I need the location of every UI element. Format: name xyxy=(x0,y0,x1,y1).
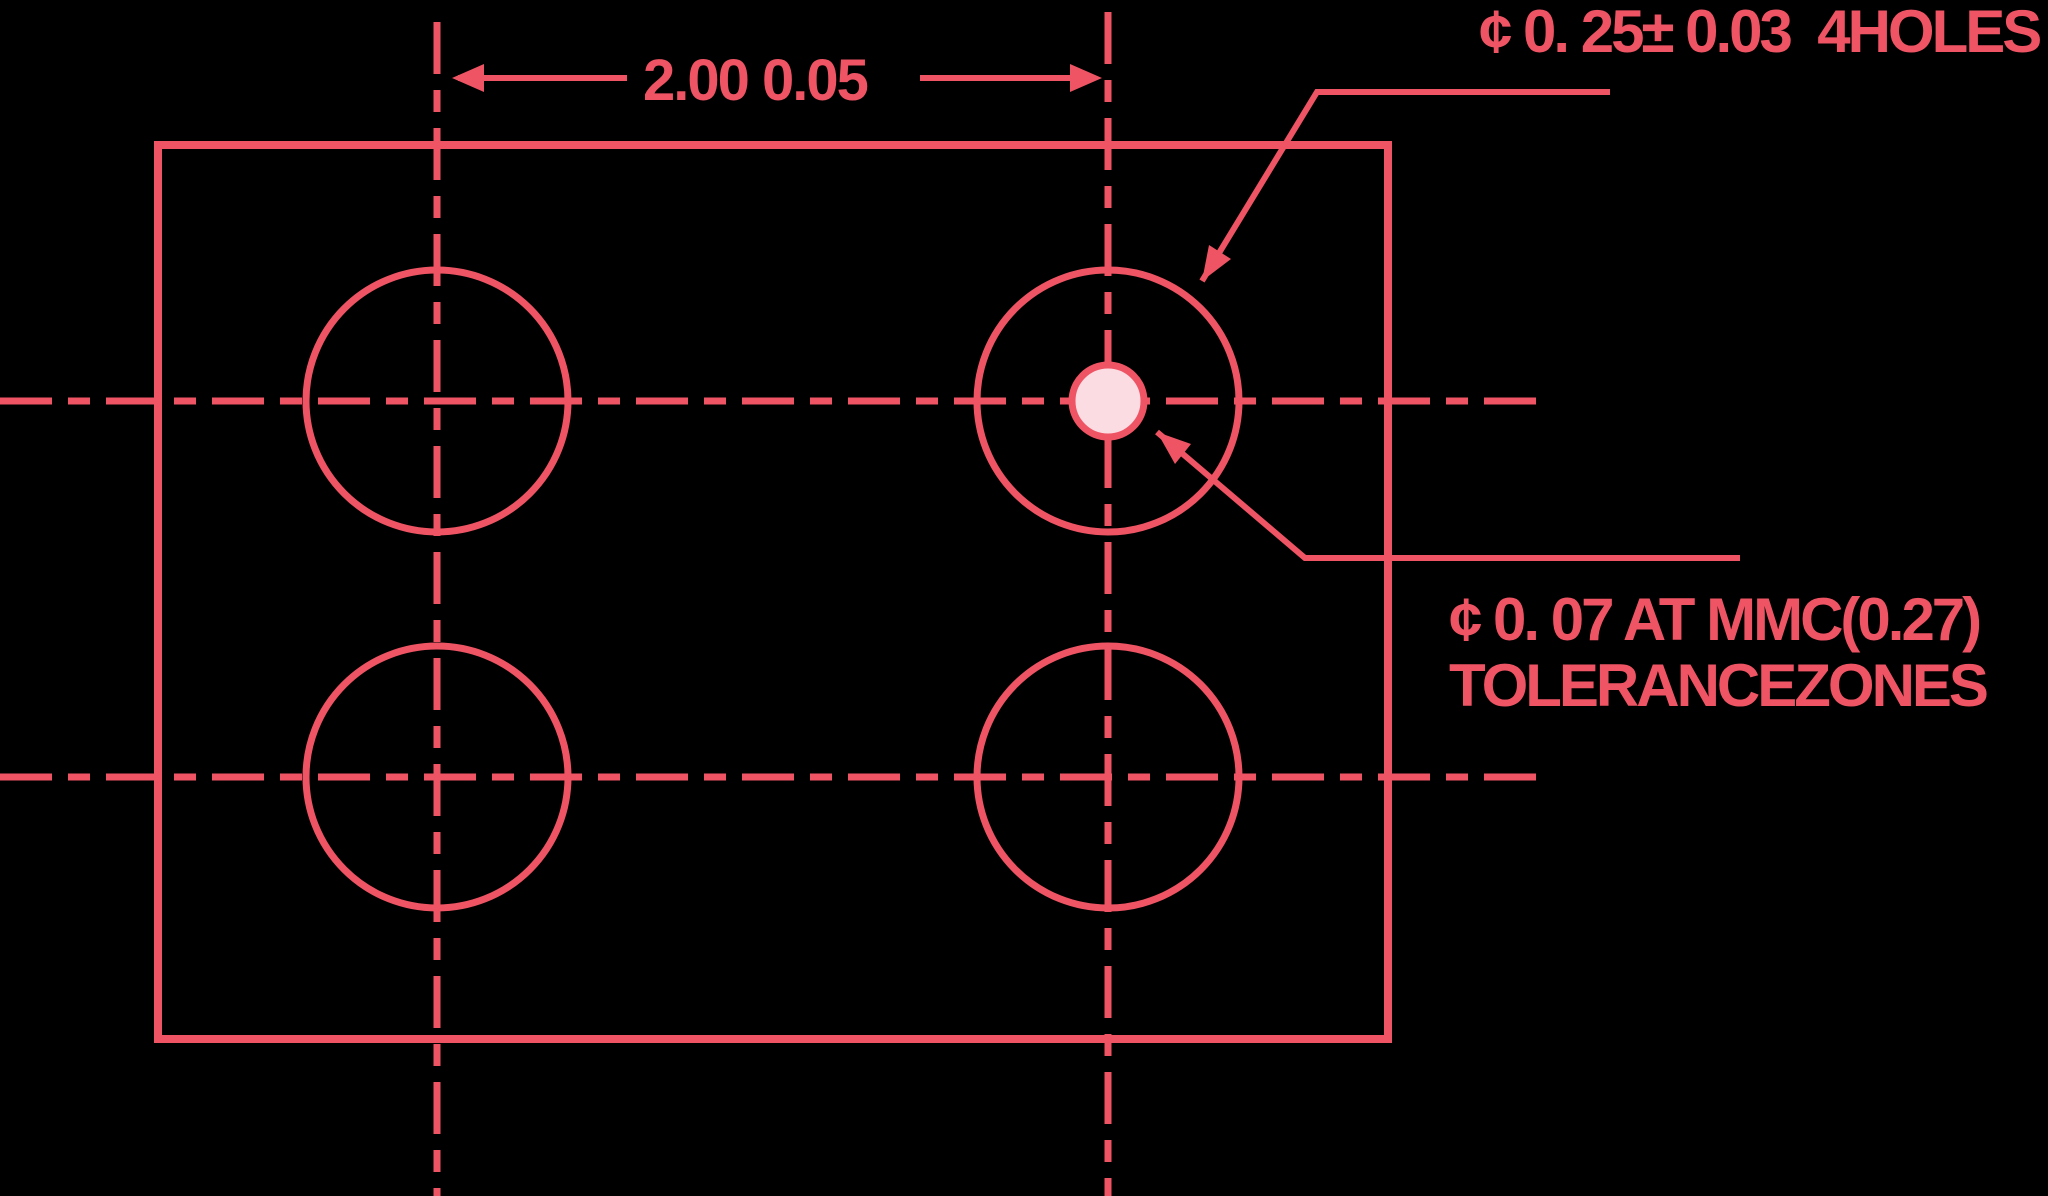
leader-tolerance-callout xyxy=(1155,429,1740,561)
hole-top-right xyxy=(973,266,1243,536)
tolerance-callout-line2: TOLERANCEZONES xyxy=(1449,652,1987,719)
holes-callout-label: ¢ 0. 25± 0.03 4HOLES xyxy=(1479,0,2040,65)
tolerance-callout-line1: ¢ 0. 07 AT MMC(0.27) xyxy=(1449,586,1979,653)
tolerance-zone-circle xyxy=(1068,361,1148,441)
leader-arrow-holes-icon xyxy=(1202,245,1231,281)
dimension-arrow-left-icon xyxy=(452,64,484,92)
leader-arrow-tolerance-icon xyxy=(1157,432,1191,464)
dimension-arrow-right-icon xyxy=(1070,64,1102,92)
dimension-label: 2.00 0.05 xyxy=(643,48,868,113)
hole-top-left xyxy=(302,266,572,536)
hole-bottom-right xyxy=(973,642,1243,912)
leader-holes-callout xyxy=(1199,89,1610,283)
hole-bottom-left xyxy=(302,642,572,912)
plate-outline xyxy=(154,141,1392,1043)
